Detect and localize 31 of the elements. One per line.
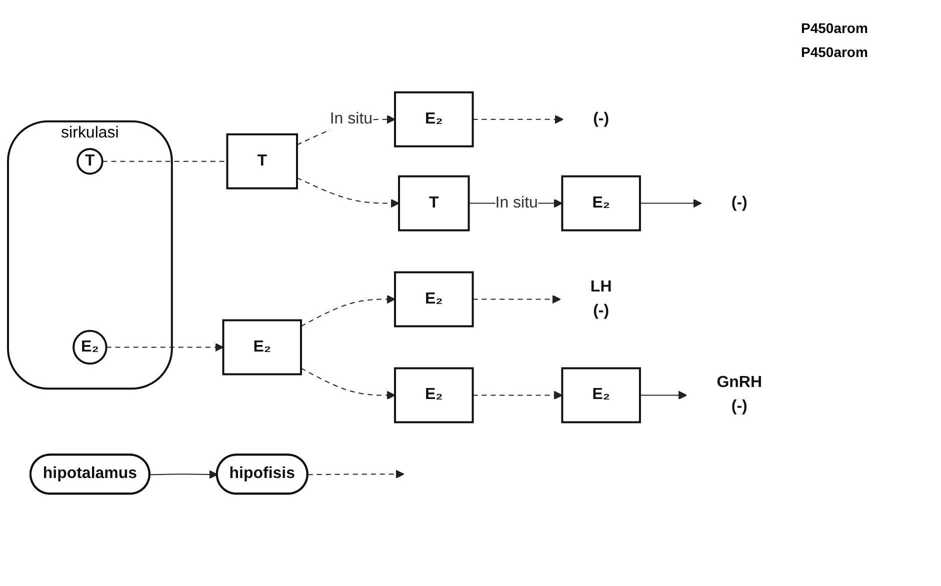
node-label: (-) [731, 398, 748, 416]
arrow [106, 342, 224, 352]
node-circle: T [76, 148, 104, 175]
arrow [639, 198, 702, 208]
arrow [472, 390, 563, 400]
arrow [307, 470, 404, 479]
node-circle: E₂ [72, 330, 108, 365]
edge-label: In situ [495, 194, 538, 212]
node-box: T [226, 133, 298, 190]
node-text: LH [590, 278, 612, 296]
node-box: E₂ [561, 367, 641, 424]
arrow [472, 294, 561, 304]
arrow [472, 114, 564, 124]
node-text: (-) [593, 110, 610, 128]
node-box: E₂ [222, 319, 302, 376]
node-box: T [398, 175, 470, 232]
node-box: E₂ [394, 91, 474, 148]
arrow [639, 390, 688, 400]
arrow [300, 368, 396, 400]
edge-label: In situ [330, 110, 373, 128]
enzyme-label: P450arom [801, 44, 869, 60]
arrow [300, 294, 396, 327]
node-label: (-) [593, 302, 610, 320]
enzyme-label: P450arom [801, 20, 869, 36]
node-text: (-) [731, 194, 748, 212]
node-text: GnRH [716, 374, 762, 392]
arrow [296, 177, 400, 208]
node-box: E₂ [394, 367, 474, 424]
arrow [149, 470, 218, 479]
node-box: E₂ [561, 175, 641, 232]
node-box: E₂ [394, 271, 474, 328]
